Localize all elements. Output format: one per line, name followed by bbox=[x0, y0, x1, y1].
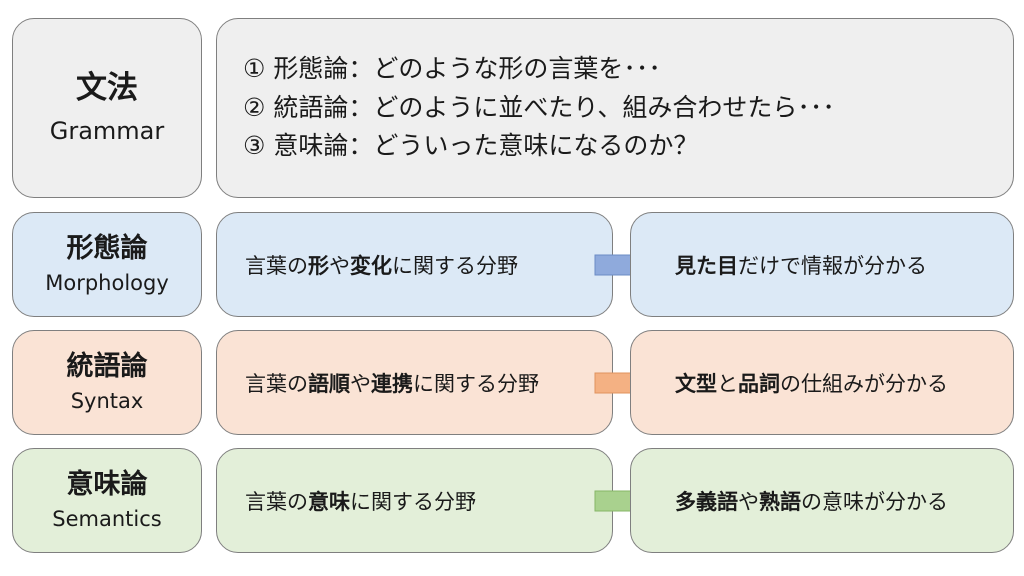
semantics-label-jp: 意味論 bbox=[66, 468, 148, 500]
syntax-result-seg-3: の仕組みが分かる bbox=[780, 371, 948, 396]
morphology-field-seg-0: 言葉の bbox=[245, 253, 308, 278]
grammar-branch-morphology: ① 形態論：どのような形の言葉を･･･ bbox=[243, 53, 661, 83]
semantics-result-seg-0: 多義語 bbox=[675, 489, 738, 514]
semantics-field-box: 言葉の意味に関する分野 bbox=[216, 448, 613, 553]
morphology-result-seg-0: 見た目 bbox=[675, 253, 738, 278]
syntax-field-box: 言葉の語順や連携に関する分野 bbox=[216, 330, 613, 435]
grammar-label-en: Grammar bbox=[49, 116, 165, 145]
morphology-field-seg-4: に関する分野 bbox=[392, 253, 518, 278]
grammar-branches-box: ① 形態論：どのような形の言葉を･･･ ② 統語論：どのように並べたり、組み合わ… bbox=[216, 18, 1014, 198]
semantics-field-seg-1: 意味 bbox=[308, 489, 350, 514]
syntax-result-box: 文型と品詞の仕組みが分かる bbox=[630, 330, 1014, 435]
semantics-result-seg-1: や bbox=[738, 489, 759, 514]
syntax-label-box: 統語論 Syntax bbox=[12, 330, 202, 435]
morphology-label-box: 形態論 Morphology bbox=[12, 212, 202, 317]
semantics-label-box: 意味論 Semantics bbox=[12, 448, 202, 553]
syntax-label-en: Syntax bbox=[70, 388, 144, 413]
morphology-label-jp: 形態論 bbox=[66, 232, 148, 264]
morphology-field-text: 言葉の形や変化に関する分野 bbox=[245, 250, 518, 280]
grammar-branch-syntax: ② 統語論：どのように並べたり、組み合わせたら･･･ bbox=[243, 92, 835, 122]
morphology-result-text: 見た目だけで情報が分かる bbox=[675, 250, 927, 280]
grammar-branch-semantics: ③ 意味論：どういった意味になるのか？ bbox=[243, 131, 699, 161]
syntax-field-seg-1: 語順 bbox=[308, 371, 350, 396]
semantics-result-seg-3: の意味が分かる bbox=[801, 489, 948, 514]
syntax-field-seg-0: 言葉の bbox=[245, 371, 308, 396]
morphology-result-box: 見た目だけで情報が分かる bbox=[630, 212, 1014, 317]
syntax-label-jp: 統語論 bbox=[66, 350, 148, 382]
morphology-label-en: Morphology bbox=[45, 270, 169, 295]
semantics-field-seg-2: に関する分野 bbox=[350, 489, 476, 514]
syntax-field-seg-4: に関する分野 bbox=[413, 371, 539, 396]
morphology-field-seg-2: や bbox=[329, 253, 350, 278]
syntax-result-text: 文型と品詞の仕組みが分かる bbox=[675, 368, 948, 398]
grammar-label-box: 文法 Grammar bbox=[12, 18, 202, 198]
semantics-result-seg-2: 熟語 bbox=[759, 489, 801, 514]
syntax-result-seg-2: 品詞 bbox=[738, 371, 780, 396]
semantics-field-text: 言葉の意味に関する分野 bbox=[245, 486, 476, 516]
morphology-result-seg-1: だけで情報が分かる bbox=[738, 253, 927, 278]
morphology-field-seg-3: 変化 bbox=[350, 253, 392, 278]
semantics-result-box: 多義語や熟語の意味が分かる bbox=[630, 448, 1014, 553]
syntax-field-text: 言葉の語順や連携に関する分野 bbox=[245, 368, 539, 398]
semantics-field-seg-0: 言葉の bbox=[245, 489, 308, 514]
syntax-result-seg-0: 文型 bbox=[675, 371, 717, 396]
morphology-field-seg-1: 形 bbox=[308, 253, 329, 278]
semantics-label-en: Semantics bbox=[52, 506, 162, 531]
morphology-field-box: 言葉の形や変化に関する分野 bbox=[216, 212, 613, 317]
syntax-field-seg-3: 連携 bbox=[371, 371, 413, 396]
grammar-label-jp: 文法 bbox=[76, 70, 138, 107]
semantics-result-text: 多義語や熟語の意味が分かる bbox=[675, 486, 948, 516]
syntax-result-seg-1: と bbox=[717, 371, 738, 396]
syntax-field-seg-2: や bbox=[350, 371, 371, 396]
